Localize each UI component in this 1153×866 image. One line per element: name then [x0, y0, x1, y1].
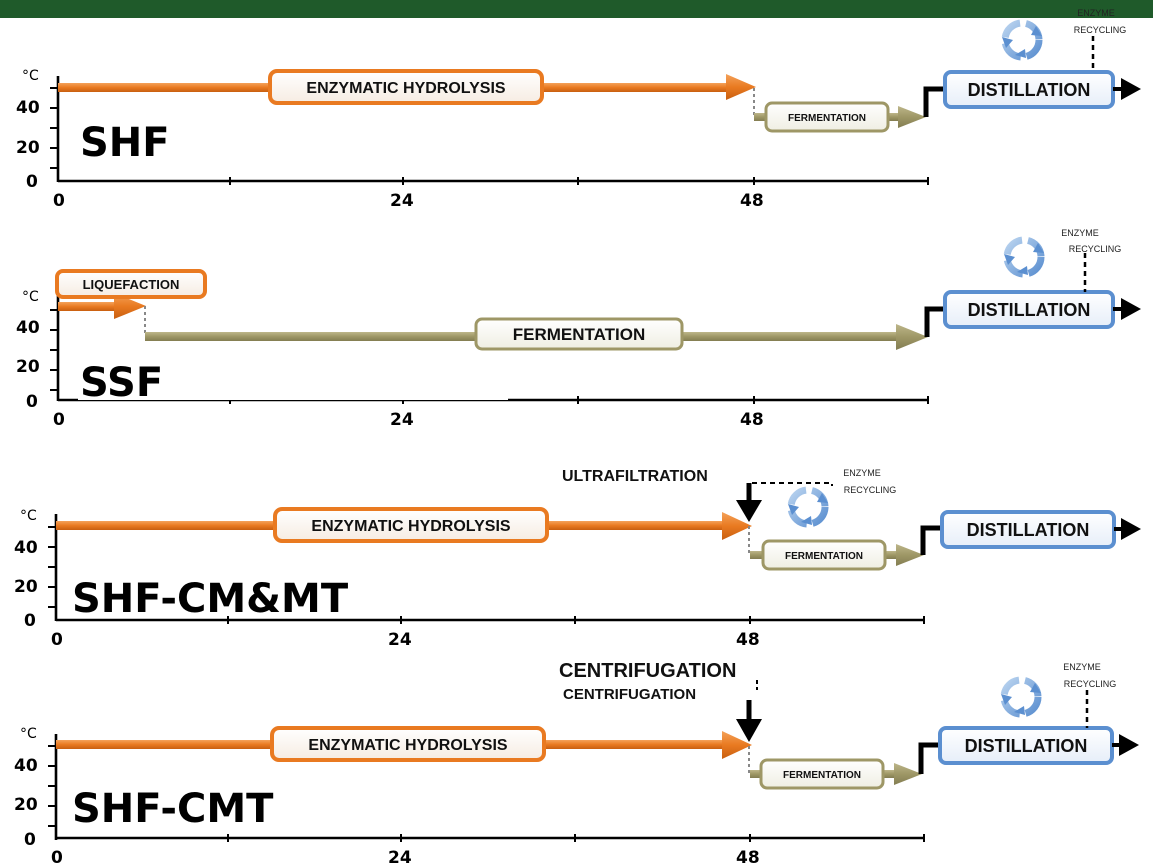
- y-axis: °C 40 20 0: [14, 726, 58, 850]
- enzyme-recycling-label: ENZYME RECYCLING: [843, 468, 896, 495]
- x-tick-label: 48: [736, 848, 760, 866]
- x-tick-label: 0: [53, 410, 65, 430]
- y-axis: °C 40 20 0: [14, 508, 58, 631]
- x-tick-label: 0: [51, 630, 63, 650]
- y-tick-label: 20: [14, 577, 38, 597]
- hydrolysis-box: ENZYMATIC HYDROLYSIS: [270, 726, 546, 762]
- hydrolysis-label: ENZYMATIC HYDROLYSIS: [311, 518, 510, 535]
- liquefaction-arrow: [58, 293, 146, 319]
- y-unit-label: °C: [20, 508, 37, 524]
- y-unit-label: °C: [22, 68, 39, 84]
- x-tick-label: 24: [388, 630, 412, 650]
- x-tick-label: 48: [740, 410, 764, 430]
- panel-label: SHF-CMT: [72, 786, 274, 832]
- x-tick-label: 0: [51, 848, 63, 866]
- panel-label: SSF: [80, 360, 163, 406]
- y-axis: °C 40 20 0: [16, 289, 60, 412]
- y-tick-label: 40: [16, 98, 40, 118]
- y-unit-label: °C: [20, 726, 37, 742]
- fermentation-label: FERMENTATION: [785, 551, 863, 562]
- distillation-arrow: [1114, 518, 1141, 540]
- y-tick-label: 0: [24, 611, 36, 631]
- panel-label: SHF: [80, 120, 170, 166]
- separation-label: CENTRIFUGATION: [559, 660, 736, 682]
- recycle-icon: [787, 486, 829, 528]
- hydrolysis-label: ENZYMATIC HYDROLYSIS: [308, 737, 507, 754]
- distillation-box: DISTILLATION: [940, 510, 1116, 549]
- distillation-label: DISTILLATION: [967, 520, 1090, 540]
- y-unit-label: °C: [22, 289, 39, 305]
- recycle-icon: [1003, 236, 1045, 278]
- x-tick-label: 48: [736, 630, 760, 650]
- separation-label: CENTRIFUGATION: [563, 686, 696, 703]
- distillation-box: DISTILLATION: [943, 290, 1115, 329]
- recycle-icon: [1001, 19, 1043, 61]
- distillation-arrow: [1112, 734, 1139, 756]
- distillation-box: DISTILLATION: [938, 726, 1114, 765]
- x-tick-label: 24: [390, 410, 414, 430]
- svg-text:RECYCLING: RECYCLING: [1074, 25, 1127, 35]
- x-tick-label: 0: [53, 191, 65, 211]
- x-axis: 0 24 48: [51, 616, 925, 650]
- fermentation-label: FERMENTATION: [788, 113, 866, 124]
- panel-shf-cmt: °C 40 20 0 0 24 48 SHF-CMT ENZYMATIC HYD…: [14, 660, 1139, 866]
- fermentation-box: FERMENTATION: [759, 758, 885, 790]
- enzyme-recycling-label: ENZYME RECYCLING: [1063, 662, 1116, 689]
- panel-shf-cm-mt: °C 40 20 0 0 24 48 SHF-CM&MT ENZYMATIC H…: [14, 468, 1141, 650]
- distillation-label: DISTILLATION: [968, 300, 1091, 320]
- enzyme-recycling-label: ENZYME RECYCLING: [1074, 8, 1127, 35]
- y-tick-label: 0: [26, 172, 38, 192]
- liquefaction-box: LIQUEFACTION: [55, 269, 207, 299]
- panel-ssf: °C 40 20 0 0 24 48 SSF LIQUEFACTION: [16, 228, 1141, 430]
- distillation-arrow: [1113, 298, 1141, 320]
- svg-text:ENZYME: ENZYME: [1063, 662, 1101, 672]
- y-tick-label: 0: [24, 830, 36, 850]
- y-tick-label: 20: [16, 357, 40, 377]
- fermentation-label: FERMENTATION: [513, 325, 646, 344]
- y-tick-label: 20: [16, 138, 40, 158]
- fermentation-label: FERMENTATION: [783, 770, 861, 781]
- y-tick-label: 40: [14, 538, 38, 558]
- svg-text:RECYCLING: RECYCLING: [844, 485, 897, 495]
- x-axis: 0 24 48: [53, 177, 929, 211]
- y-tick-label: 0: [26, 392, 38, 412]
- panel-shf: °C 40 20 0 0 24 48 SHF ENZYMATIC HYDROLY…: [16, 8, 1141, 211]
- hydrolysis-box: ENZYMATIC HYDROLYSIS: [273, 507, 549, 543]
- x-tick-label: 48: [740, 191, 764, 211]
- separation-down-arrow: [736, 483, 762, 522]
- separation-down-arrow: [736, 700, 762, 742]
- enzyme-recycling-label: ENZYME RECYCLING: [1061, 228, 1121, 254]
- svg-text:RECYCLING: RECYCLING: [1064, 679, 1117, 689]
- x-axis: 0 24 48: [51, 834, 925, 866]
- fermentation-box: FERMENTATION: [474, 317, 684, 351]
- x-tick-label: 24: [390, 191, 414, 211]
- recycle-icon: [1000, 676, 1042, 718]
- distillation-label: DISTILLATION: [968, 80, 1091, 100]
- hydrolysis-label: ENZYMATIC HYDROLYSIS: [306, 80, 505, 97]
- y-tick-label: 40: [16, 318, 40, 338]
- distillation-box: DISTILLATION: [943, 70, 1115, 109]
- svg-text:ENZYME: ENZYME: [843, 468, 881, 478]
- y-tick-label: 40: [14, 756, 38, 776]
- panel-label: SHF-CM&MT: [72, 576, 349, 622]
- x-axis: 0 24 48: [53, 396, 929, 430]
- separation-label: ULTRAFILTRATION: [562, 468, 708, 485]
- y-tick-label: 20: [14, 795, 38, 815]
- svg-text:RECYCLING: RECYCLING: [1069, 244, 1122, 254]
- distillation-label: DISTILLATION: [965, 736, 1088, 756]
- distillation-arrow: [1113, 78, 1141, 100]
- svg-text:ENZYME: ENZYME: [1061, 228, 1099, 238]
- fermentation-box: FERMENTATION: [764, 101, 890, 133]
- x-tick-label: 24: [388, 848, 412, 866]
- svg-text:ENZYME: ENZYME: [1077, 8, 1115, 18]
- fermentation-box: FERMENTATION: [761, 539, 887, 571]
- top-bar: [0, 0, 1153, 18]
- y-axis: °C 40 20 0: [16, 68, 60, 192]
- hydrolysis-box: ENZYMATIC HYDROLYSIS: [268, 69, 544, 105]
- liquefaction-label: LIQUEFACTION: [83, 277, 180, 292]
